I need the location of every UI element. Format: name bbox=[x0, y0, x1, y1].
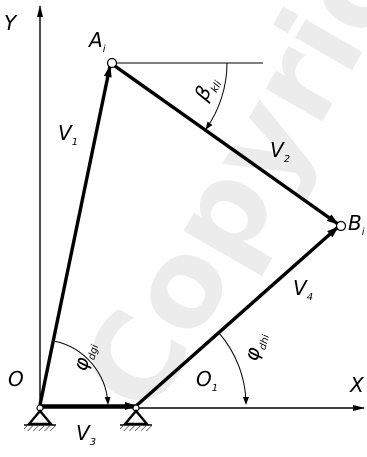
vector-v1-label: V1 bbox=[58, 121, 78, 148]
angle-arc-phi-o bbox=[53, 340, 111, 405]
vector-v4-label: V4 bbox=[293, 276, 313, 303]
y-axis-label: Y bbox=[4, 11, 18, 35]
point-a-label: Ai bbox=[87, 28, 106, 55]
support-o1 bbox=[120, 404, 152, 431]
joint-b bbox=[335, 220, 347, 232]
angle-phi-o-label: φdgi bbox=[68, 339, 102, 374]
vector-v2-label: V2 bbox=[270, 138, 290, 165]
joint-a bbox=[106, 57, 118, 69]
vector-v3-label: V3 bbox=[76, 421, 96, 448]
vector-v4 bbox=[134, 225, 340, 408]
angle-arc-phi-o1 bbox=[218, 332, 249, 405]
vector-v1 bbox=[38, 65, 112, 406]
support-o bbox=[24, 404, 56, 431]
vector-v2 bbox=[111, 62, 339, 226]
point-b-label: Bi bbox=[348, 211, 365, 238]
x-axis-label: X bbox=[349, 373, 365, 397]
angle-phi-o1-label: φdhi bbox=[239, 329, 273, 364]
point-o1-label: O1 bbox=[196, 367, 218, 394]
angle-arc-beta bbox=[205, 62, 228, 130]
origin-label: O bbox=[8, 367, 24, 391]
